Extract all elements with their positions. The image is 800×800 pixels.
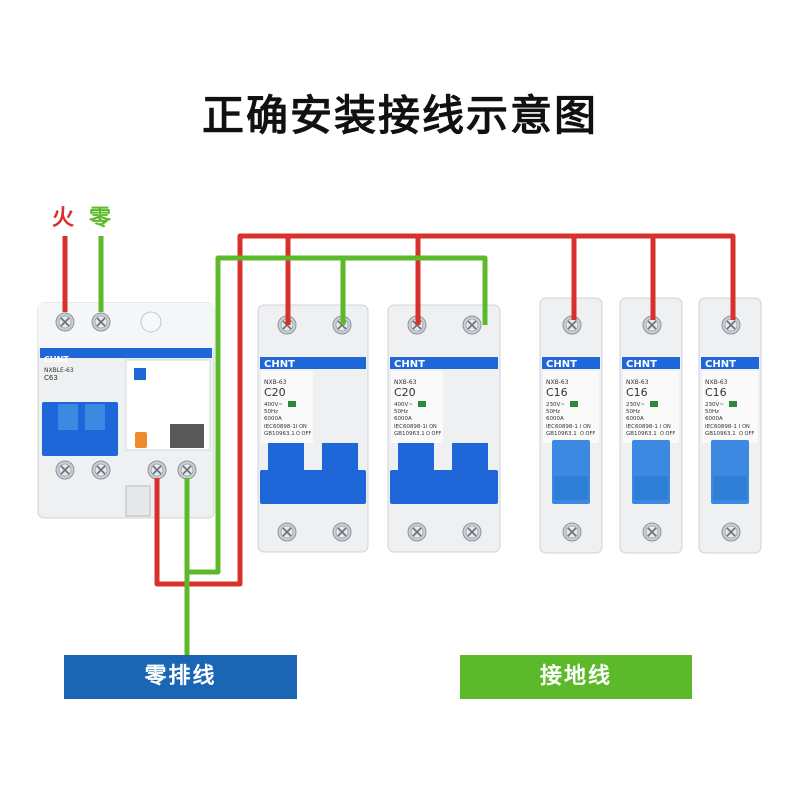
breaker-1-bottom-screw-2: [332, 522, 352, 542]
breaker-4-spec-3: 6000A: [626, 416, 644, 422]
rcbo-brand: CHNT: [44, 355, 69, 364]
breaker-1-rating: C20: [264, 386, 286, 399]
breaker-3-rating: C16: [546, 386, 568, 399]
breaker-5-standard-1: IEC60898-1: [705, 424, 737, 430]
rcbo-terminal-screw-top-2: [91, 312, 111, 332]
breaker-5-rating: C16: [705, 386, 727, 399]
breaker-5-bottom-screw-1: [721, 522, 741, 542]
rcbo-terminal-screw-bottom-3: [147, 460, 167, 480]
breaker-2-spec-3: 6000A: [394, 416, 412, 422]
breaker-3-spec-1: 230V~: [546, 402, 565, 408]
breaker-4-onoff-2: O OFF: [660, 431, 675, 437]
breaker-5-spec-3: 6000A: [705, 416, 723, 422]
rcbo-qr-code: [170, 424, 204, 448]
rcbo-terminal-screw-bottom-1: [55, 460, 75, 480]
breaker-3-status-window: [570, 401, 578, 407]
breaker-4-brand: CHNT: [626, 359, 657, 370]
breaker-2-spec-2: 50Hz: [394, 409, 408, 415]
breaker-1-onoff-2: O OFF: [296, 431, 311, 437]
rcbo-test-button[interactable]: [135, 432, 147, 448]
breaker-3-onoff-1: I ON: [580, 424, 591, 430]
ground-bar-label: 接地线: [460, 655, 692, 699]
breaker-row: CHNTNXB-63C20400V~50Hz6000AIEC60898-1GB1…: [257, 297, 762, 554]
breaker-3-model: NXB-63: [546, 379, 569, 386]
diagram-title: 正确安装接线示意图: [201, 91, 598, 140]
breaker-2-standard-2: GB10963.1: [394, 431, 425, 437]
breaker-5-onoff-1: I ON: [739, 424, 750, 430]
breaker-2-rating: C20: [394, 386, 416, 399]
breaker-1-standard-1: IEC60898-1: [264, 424, 296, 430]
breaker-2-bottom-screw-2: [462, 522, 482, 542]
breaker-1-spec-2: 50Hz: [264, 409, 278, 415]
breaker-5-onoff-2: O OFF: [739, 431, 754, 437]
breaker-3-standard-1: IEC60898-1: [546, 424, 578, 430]
breaker-1-standard-2: GB10963.1: [264, 431, 295, 437]
breaker-1-status-window: [288, 401, 296, 407]
rcbo-terminal-screw-top-1: [55, 312, 75, 332]
breaker-4-model: NXB-63: [626, 379, 649, 386]
neutral-bar-label: 零排线: [64, 655, 297, 699]
rcbo-terminal-screw-bottom-2: [91, 460, 111, 480]
breaker-5-spec-2: 50Hz: [705, 409, 719, 415]
rcbo-toggle-handle[interactable]: [42, 402, 118, 456]
breaker-4-standard-2: GB10963.1: [626, 431, 657, 437]
rcbo-indicator: [134, 368, 146, 380]
breaker-2-status-window: [418, 401, 426, 407]
breaker-2-spec-1: 400V~: [394, 402, 413, 408]
breaker-1-spec-1: 400V~: [264, 402, 283, 408]
breaker-2-bottom-screw-1: [407, 522, 427, 542]
live-wire-label: 火: [52, 206, 75, 231]
breaker-5-brand: CHNT: [705, 359, 736, 370]
breaker-1-brand: CHNT: [264, 359, 295, 370]
breaker-1-model: NXB-63: [264, 379, 287, 386]
breaker-3-standard-2: GB10963.1: [546, 431, 577, 437]
breaker-2-toggle-handle[interactable]: [390, 470, 498, 504]
breaker-2-standard-1: IEC60898-1: [394, 424, 426, 430]
rcbo-breaker: [37, 302, 215, 519]
breaker-3-brand: CHNT: [546, 359, 577, 370]
breaker-3-spec-3: 6000A: [546, 416, 564, 422]
breaker-4-onoff-1: I ON: [660, 424, 671, 430]
breaker-5-standard-2: GB10963.1: [705, 431, 736, 437]
breaker-2-model: NXB-63: [394, 379, 417, 386]
breaker-4-spec-2: 50Hz: [626, 409, 640, 415]
rcbo-model: NXBLE-63: [44, 367, 74, 374]
breaker-2-onoff-1: I ON: [426, 424, 437, 430]
breaker-4-spec-1: 230V~: [626, 402, 645, 408]
breaker-2-brand: CHNT: [394, 359, 425, 370]
rcbo-test-hole: [140, 311, 162, 333]
breaker-3-spec-2: 50Hz: [546, 409, 560, 415]
rcbo-live-out-wire: [154, 233, 736, 587]
breaker-4-rating: C16: [626, 386, 648, 399]
breaker-5-model: NXB-63: [705, 379, 728, 386]
wiring: [62, 233, 736, 655]
breaker-1-onoff-1: I ON: [296, 424, 307, 430]
breaker-4-status-window: [650, 401, 658, 407]
rcbo-rating: C63: [44, 374, 58, 382]
breaker-1-spec-3: 6000A: [264, 416, 282, 422]
neutral-wire-label: 零: [89, 206, 112, 231]
breaker-5-status-window: [729, 401, 737, 407]
breaker-5-spec-1: 230V~: [705, 402, 724, 408]
breaker-3-bottom-screw-1: [562, 522, 582, 542]
breaker-3-onoff-2: O OFF: [580, 431, 595, 437]
breaker-1-bottom-screw-1: [277, 522, 297, 542]
breaker-4-standard-1: IEC60898-1: [626, 424, 658, 430]
breaker-1-toggle-handle[interactable]: [260, 470, 366, 504]
breaker-2-onoff-2: O OFF: [426, 431, 441, 437]
rcbo-neutral-out-wire: [184, 255, 488, 575]
breaker-4-bottom-screw-1: [642, 522, 662, 542]
rcbo-terminal-screw-bottom-4: [177, 460, 197, 480]
breaker-2-top-screw-2: [462, 315, 482, 335]
